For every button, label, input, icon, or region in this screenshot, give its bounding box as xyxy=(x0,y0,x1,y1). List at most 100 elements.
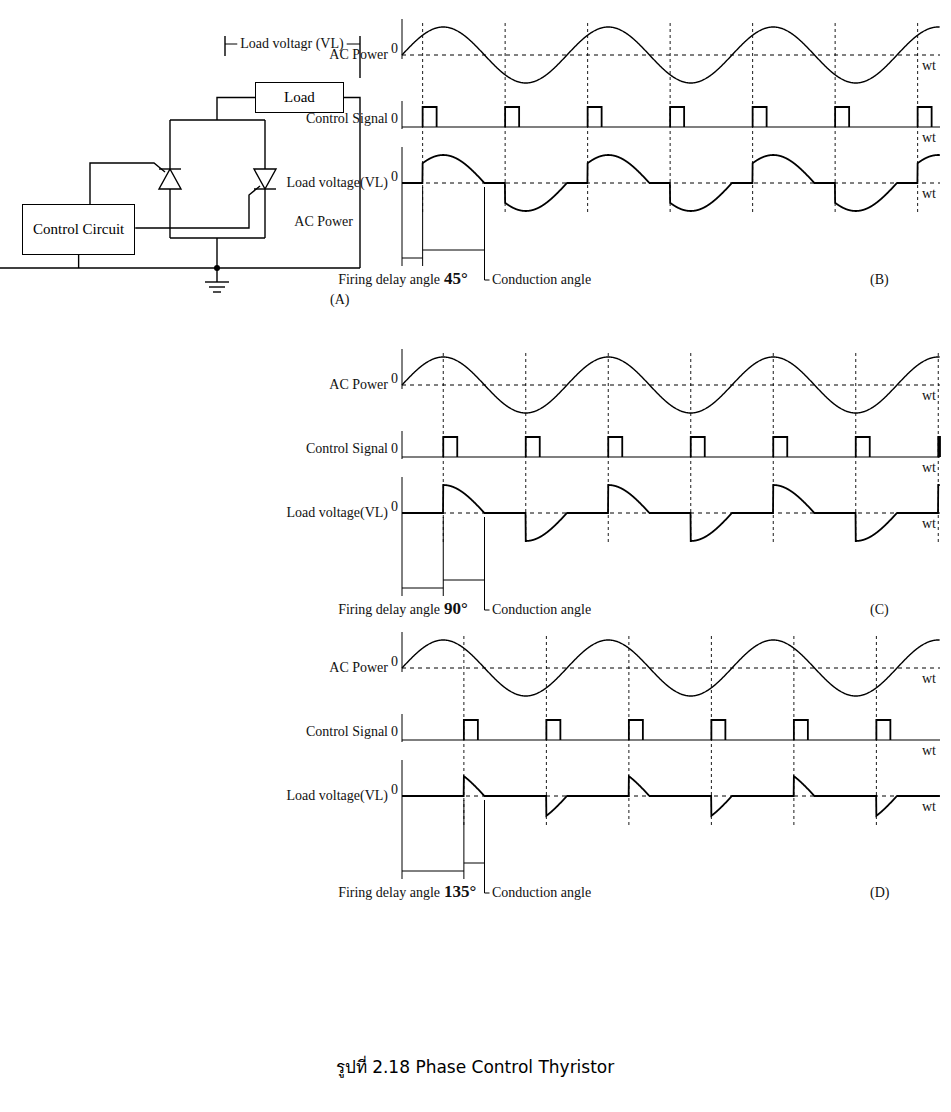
leader-line xyxy=(485,800,490,893)
axis-zero: 0 xyxy=(391,111,398,127)
signal-name: Control Signal xyxy=(306,724,388,740)
ac-waveform xyxy=(402,357,940,413)
wire xyxy=(264,189,265,238)
axis-name: wt xyxy=(922,58,936,74)
axis-line xyxy=(402,183,940,184)
wire xyxy=(169,189,170,238)
gate-wire xyxy=(90,163,165,204)
leader-line xyxy=(402,800,403,879)
leader-line xyxy=(422,187,423,266)
load-waveform xyxy=(402,155,940,211)
leader-line xyxy=(485,517,490,610)
axis-name: wt xyxy=(922,460,936,476)
axis-line xyxy=(402,632,403,672)
axis-name: wt xyxy=(922,130,936,146)
leader-line xyxy=(402,258,423,259)
leader-line xyxy=(464,863,485,864)
control-box: Control Circuit xyxy=(22,204,135,255)
control-pulse xyxy=(443,437,457,457)
wire xyxy=(169,120,170,169)
gate-wire xyxy=(135,186,260,228)
leader-line xyxy=(402,187,403,266)
dimension-tick xyxy=(224,36,225,56)
signal-name: AC Power xyxy=(329,660,388,676)
leader-line xyxy=(402,871,464,872)
ac-waveform xyxy=(402,27,940,83)
leader-line xyxy=(443,580,484,581)
figure-caption: รูปที่ 2.18 Phase Control Thyristor xyxy=(336,1058,615,1078)
dimension-label: Load voltagr (VL) xyxy=(240,36,343,52)
ground-symbol xyxy=(216,268,217,282)
axis-line xyxy=(402,668,940,669)
axis-line xyxy=(402,349,403,389)
signal-name: AC Power xyxy=(329,377,388,393)
leader-line xyxy=(485,187,490,280)
angle-value: 45° xyxy=(444,269,468,289)
axis-line xyxy=(402,477,403,517)
thyristor-symbol xyxy=(254,169,276,189)
angle-label: Firing delay angle xyxy=(338,602,440,618)
load-waveform xyxy=(402,776,940,816)
signal-name: Load voltage(VL) xyxy=(287,788,388,804)
axis-line xyxy=(402,456,940,457)
axis-line xyxy=(402,739,940,740)
axis-name: wt xyxy=(922,186,936,202)
wire xyxy=(216,238,217,268)
axis-line xyxy=(402,431,403,459)
control-pulse xyxy=(711,720,725,740)
leader-line xyxy=(463,800,464,879)
control-pulse xyxy=(670,107,684,127)
control-pulse xyxy=(505,107,519,127)
signal-name: AC Power xyxy=(329,47,388,63)
control-pulse xyxy=(691,437,705,457)
axis-line xyxy=(402,147,403,187)
angle-label: Firing delay angle xyxy=(338,272,440,288)
leader-line xyxy=(423,250,485,251)
dimension-line xyxy=(347,44,360,45)
axis-line xyxy=(402,101,403,129)
control-pulse xyxy=(794,720,808,740)
control-pulse xyxy=(938,437,940,457)
leader-line xyxy=(402,517,403,596)
leader-line xyxy=(443,517,444,596)
figure-letter: (B) xyxy=(870,272,889,288)
box-label: Control Circuit xyxy=(33,221,124,238)
wire xyxy=(78,255,79,268)
signal-name: AC Power xyxy=(294,214,353,230)
wire xyxy=(264,120,265,169)
signal-name: Load voltage(VL) xyxy=(287,505,388,521)
axis-name: wt xyxy=(922,743,936,759)
axis-zero: 0 xyxy=(391,499,398,515)
axis-zero: 0 xyxy=(391,371,398,387)
axis-zero: 0 xyxy=(391,724,398,740)
leader-line xyxy=(402,588,443,589)
box-label: Load xyxy=(284,89,315,106)
control-pulse xyxy=(773,437,787,457)
control-pulse xyxy=(876,720,890,740)
wire xyxy=(0,267,360,268)
angle-label: Conduction angle xyxy=(492,602,591,618)
angle-value: 135° xyxy=(444,882,476,902)
control-pulse xyxy=(464,720,478,740)
axis-line xyxy=(402,19,403,59)
angle-label: Conduction angle xyxy=(492,885,591,901)
control-pulse xyxy=(918,107,932,127)
angle-label: Conduction angle xyxy=(492,272,591,288)
axis-line xyxy=(402,714,403,742)
ground-symbol xyxy=(213,291,221,292)
control-pulse xyxy=(423,107,437,127)
axis-zero: 0 xyxy=(391,654,398,670)
signal-name: Load voltage(VL) xyxy=(287,175,388,191)
axis-zero: 0 xyxy=(391,169,398,185)
control-pulse xyxy=(629,720,643,740)
ground-symbol xyxy=(205,281,229,282)
wire xyxy=(217,98,255,121)
axis-name: wt xyxy=(922,388,936,404)
axis-zero: 0 xyxy=(391,41,398,57)
signal-name: Control Signal xyxy=(306,111,388,127)
axis-name: wt xyxy=(922,671,936,687)
ground-symbol xyxy=(209,286,225,287)
figure-letter: (D) xyxy=(870,885,889,901)
load-waveform xyxy=(402,485,940,541)
